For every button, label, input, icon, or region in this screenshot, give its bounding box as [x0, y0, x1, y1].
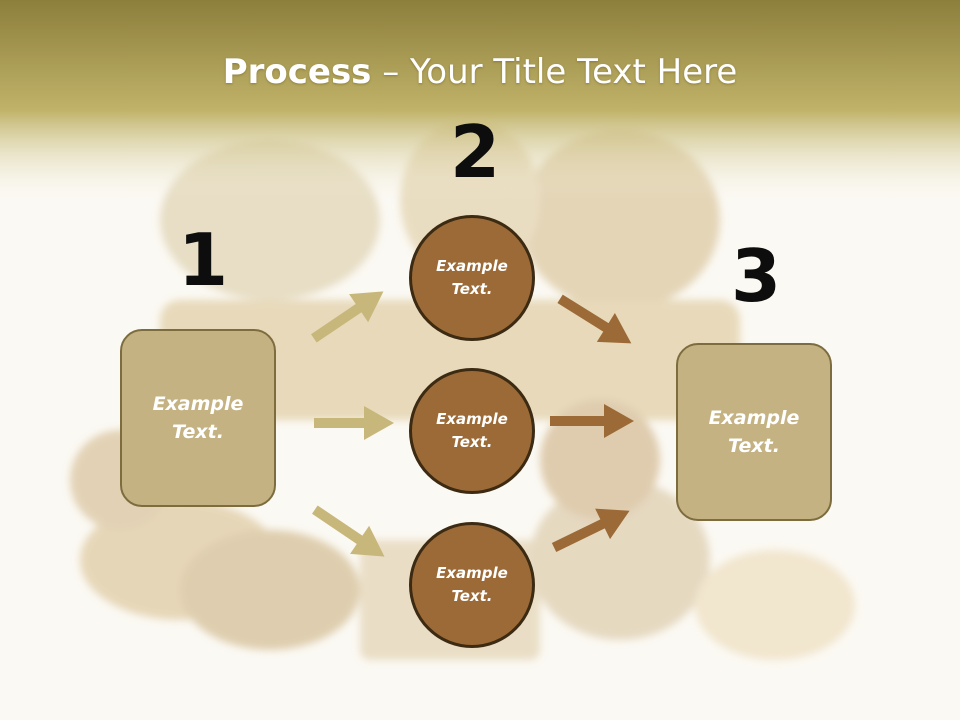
circle-bottom-text: Example Text. [436, 563, 508, 605]
circle-top-text: Example Text. [436, 256, 508, 298]
title-rest: – Your Title Text Here [371, 52, 738, 92]
left-box-text: Example Text. [152, 392, 244, 444]
page-title: Process – Your Title Text Here [0, 52, 960, 92]
circle-middle-text: Example Text. [436, 409, 508, 451]
step-number-3: 3 [731, 234, 782, 318]
step-number-2: 2 [450, 110, 501, 194]
right-text-box: Example Text. [676, 343, 832, 521]
circle-bottom: Example Text. [409, 522, 535, 648]
circle-middle: Example Text. [409, 368, 535, 494]
title-bold: Process [222, 52, 372, 92]
step-number-1: 1 [178, 218, 229, 302]
left-text-box: Example Text. [120, 329, 276, 507]
right-box-text: Example Text. [708, 406, 800, 458]
circle-top: Example Text. [409, 215, 535, 341]
